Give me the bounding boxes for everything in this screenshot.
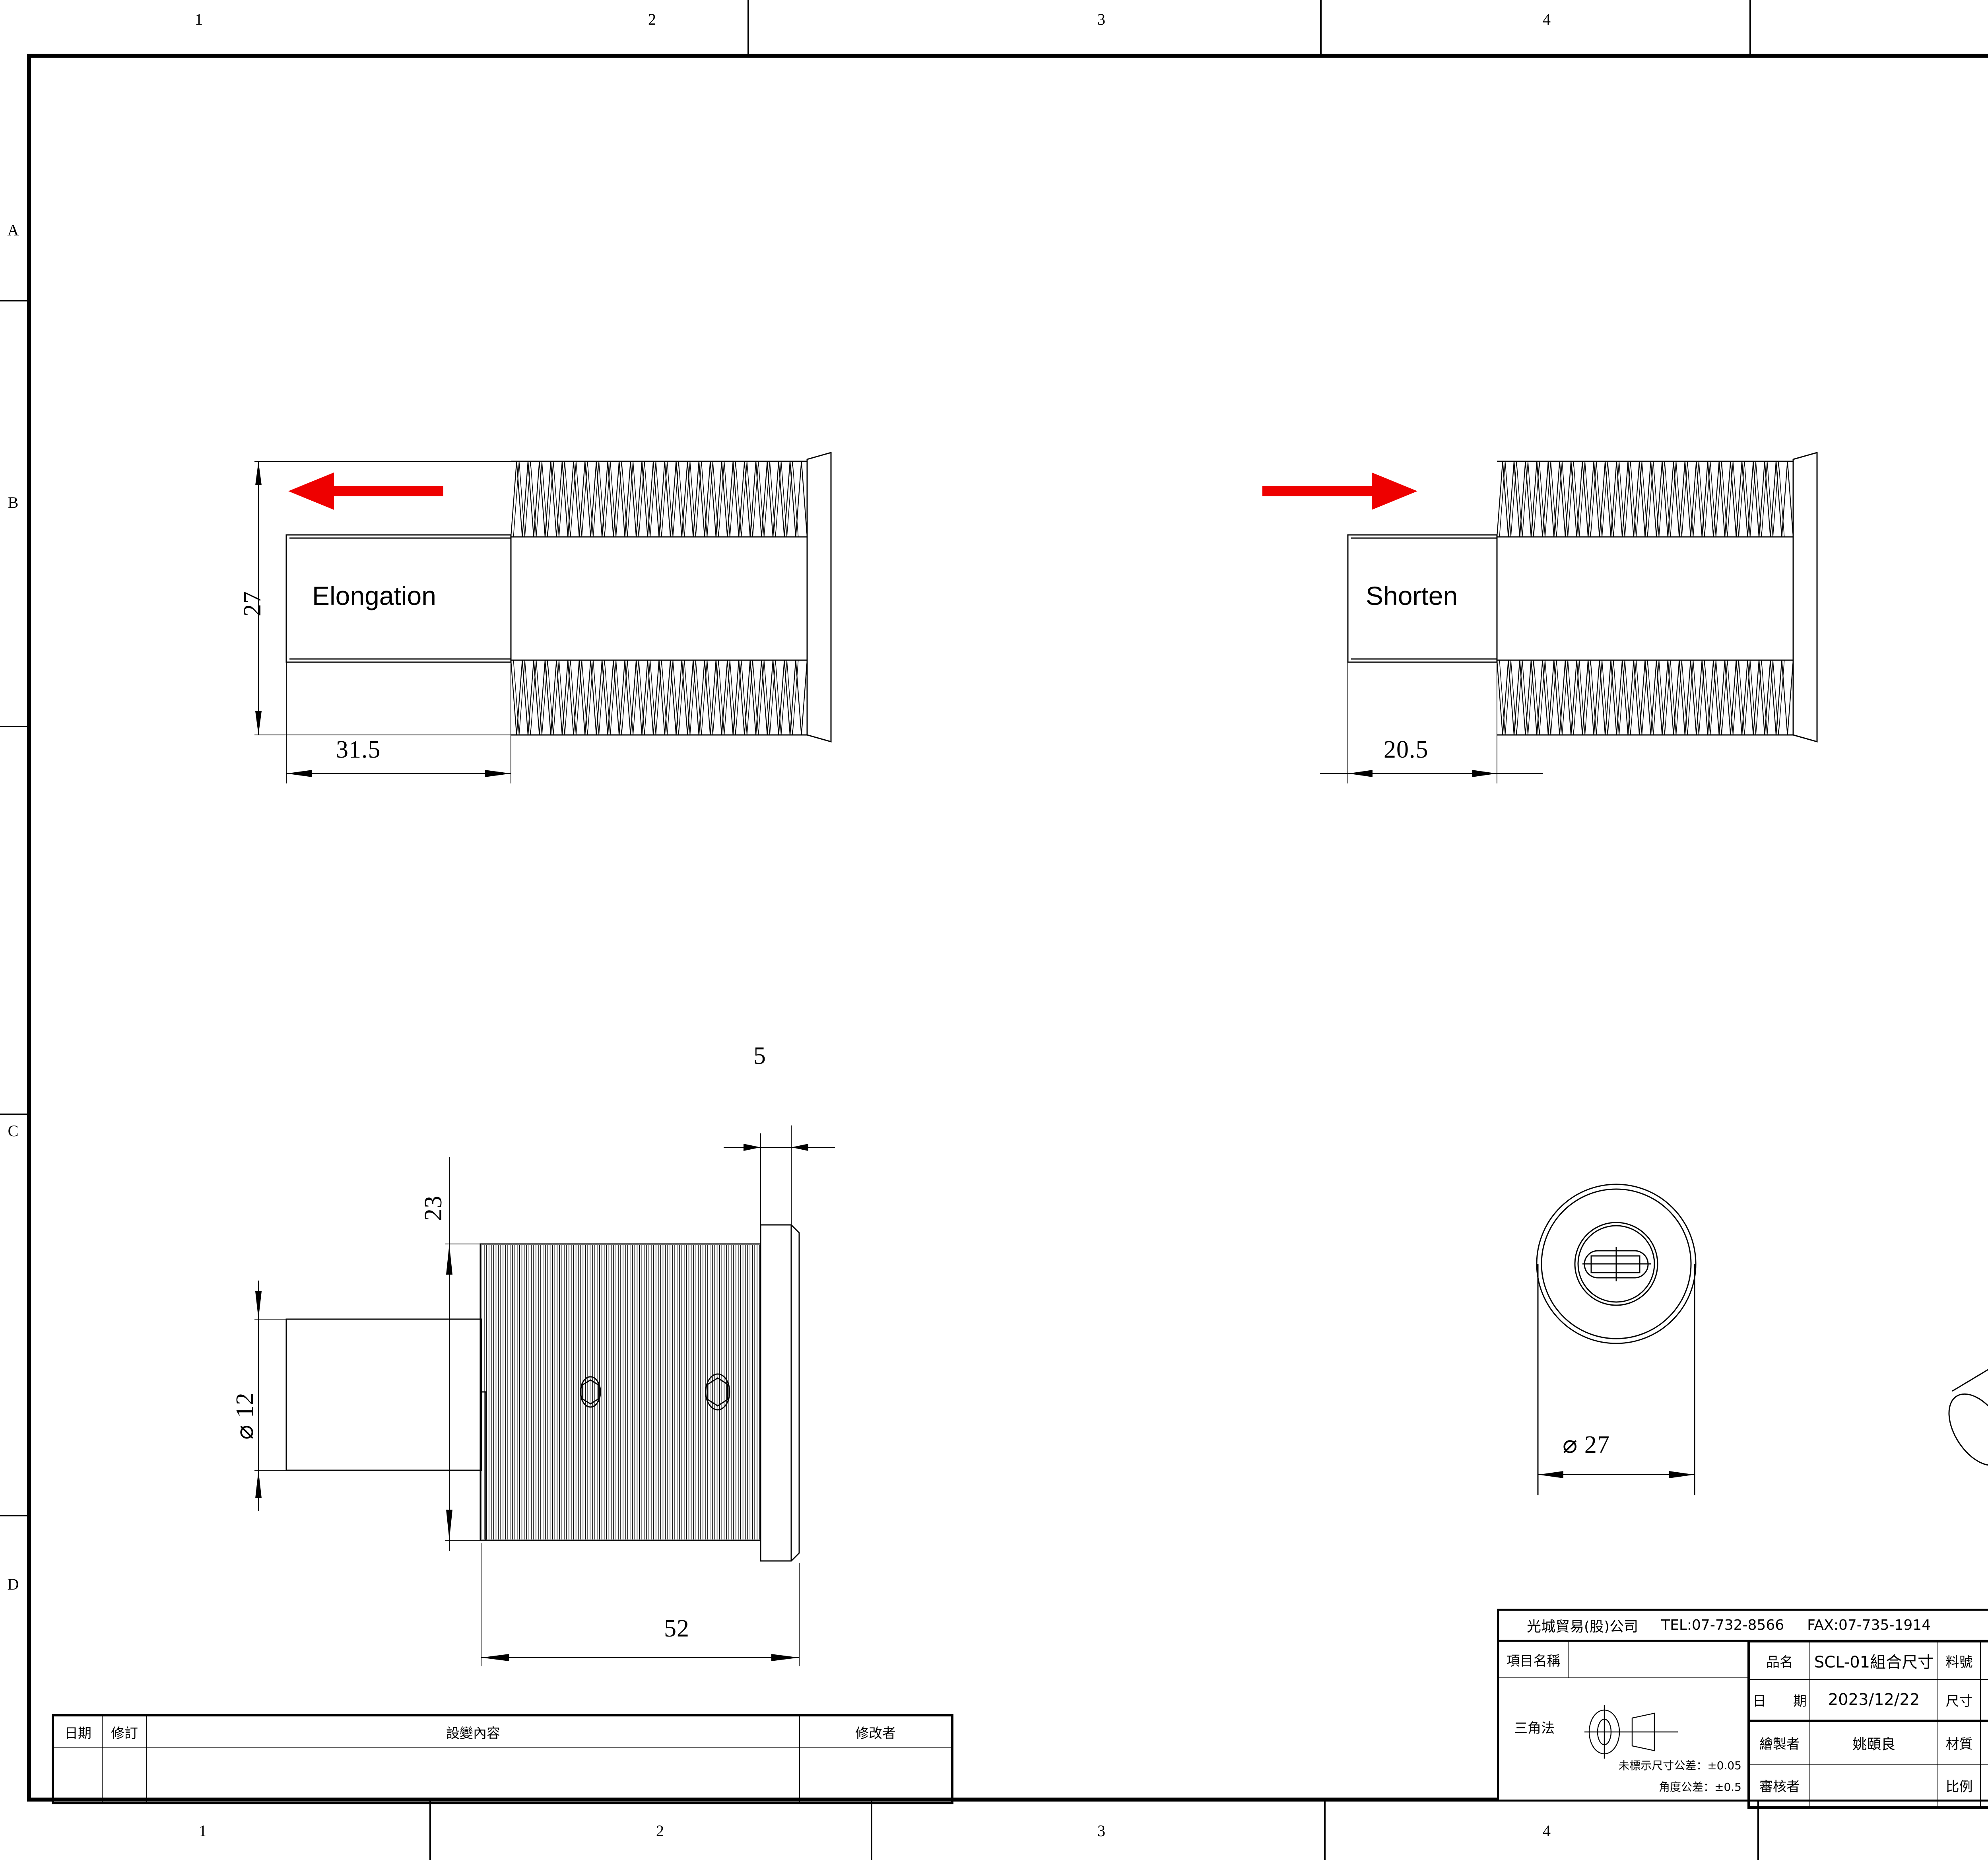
dim-27-value: 27 — [239, 591, 266, 616]
arrow-left-icon — [288, 472, 443, 510]
zone-label-bottom-1: 1 — [199, 1822, 207, 1840]
view-side-elevation: ⌀ 12 23 52 — [207, 1042, 1113, 1666]
zone-tick-top-2 — [1320, 0, 1322, 54]
project-name-row: 項目名稱 — [1499, 1642, 1747, 1678]
row-label-left-c: C — [8, 1122, 19, 1140]
dim-dia27-extension — [1538, 1416, 1695, 1483]
zone-label-bottom-4: 4 — [1543, 1822, 1551, 1840]
row-tick-left-2 — [0, 726, 27, 727]
tolerance-linear-note: 未標示尺寸公差：±0.05 — [1618, 1759, 1741, 1772]
view-end-geometry — [1536, 1184, 1697, 1495]
zone-label-top-4: 4 — [1543, 10, 1551, 28]
revision-cell-date — [52, 1747, 103, 1804]
title-row-reviewer: 審核者 比例 1:1 工序 數 量 — [1747, 1764, 1988, 1809]
dim-23-value: 23 — [420, 1195, 447, 1221]
date-value[interactable]: 2023/12/22 — [1809, 1679, 1938, 1721]
zone-tick-top-3 — [1749, 0, 1751, 54]
zone-label-top-2: 2 — [648, 10, 656, 28]
zone-label-bottom-3: 3 — [1097, 1822, 1105, 1840]
zone-label-top-1: 1 — [195, 10, 203, 28]
view-shorten: Shorten 20.5 — [1262, 406, 1988, 783]
view-elongation-geometry — [285, 452, 832, 742]
row-tick-left-3 — [0, 1114, 27, 1115]
project-name-label: 項目名稱 — [1499, 1642, 1569, 1677]
row-tick-left-4 — [0, 1515, 27, 1516]
revision-cell-by — [799, 1747, 953, 1804]
company-name: 光城貿易(股)公司 — [1527, 1618, 1639, 1635]
size-label: 尺寸 — [1938, 1679, 1981, 1721]
zone-tick-bottom-3 — [1324, 1802, 1326, 1860]
part-name-label: 品名 — [1747, 1642, 1810, 1680]
dim-5-extension — [724, 1125, 835, 1225]
third-angle-projection-icon — [1584, 1705, 1678, 1759]
scale-label: 比例 — [1938, 1764, 1981, 1809]
dim-20-5-extension — [1320, 652, 1543, 783]
title-block: 光城貿易(股)公司 TEL:07-732-8566 FAX:07-735-191… — [1497, 1609, 1988, 1809]
projection-cell: 三角法 未標示尺寸公差：±0.05 角度公差：±0.5 — [1499, 1678, 1747, 1802]
dim-27-extension — [254, 461, 513, 735]
row-label-left-d: D — [7, 1575, 19, 1593]
dim-31-5-extension — [286, 652, 511, 783]
dim-5-value: 5 — [753, 1042, 766, 1069]
drawing-frame — [27, 54, 1988, 1802]
revision-header-date: 日期 — [52, 1714, 103, 1748]
reviewer-label: 審核者 — [1747, 1764, 1810, 1809]
zone-tick-bottom-4 — [1757, 1802, 1759, 1860]
company-tel: TEL:07-732-8566 — [1661, 1617, 1784, 1633]
company-fax: FAX:07-735-1914 — [1807, 1617, 1931, 1633]
view-shorten-label: Shorten — [1366, 581, 1458, 610]
revision-header-desc: 設變內容 — [146, 1714, 800, 1748]
material-no-label: 料號 — [1938, 1642, 1981, 1680]
material-value[interactable] — [1980, 1720, 1988, 1765]
row-label-left-a: A — [7, 221, 19, 239]
projection-label: 三角法 — [1514, 1720, 1555, 1736]
drawn-by-label: 繪製者 — [1747, 1720, 1810, 1765]
drawn-by-value[interactable]: 姚頤良 — [1809, 1720, 1938, 1765]
arrow-right-icon — [1262, 472, 1417, 510]
view-side-geometry — [285, 1224, 800, 1562]
zone-tick-top-1 — [747, 0, 749, 54]
revision-header-by: 修改者 — [799, 1714, 953, 1748]
dim-31-5-value: 31.5 — [336, 736, 381, 763]
date-label: 日 期 — [1747, 1679, 1810, 1721]
scale-value[interactable]: 1:1 — [1980, 1764, 1988, 1809]
revision-cell-desc — [146, 1747, 800, 1804]
title-block-grid: 品名 SCL-01組合尺寸 料號 尺寸單位 mm 日 期 2023/12/22 … — [1747, 1642, 1988, 1809]
zone-label-bottom-2: 2 — [656, 1822, 664, 1840]
revision-table-header-row: 日期 修訂 設變內容 修改者 — [52, 1714, 953, 1748]
dim-52-value: 52 — [664, 1615, 689, 1642]
revision-table: 日期 修訂 設變內容 修改者 — [52, 1714, 953, 1804]
title-row-partname: 品名 SCL-01組合尺寸 料號 尺寸單位 mm — [1747, 1642, 1988, 1680]
dim-23-extension — [445, 1157, 481, 1551]
row-tick-left-1 — [0, 300, 27, 301]
view-end-face: ⌀ 27 — [1467, 1129, 1817, 1495]
zone-tick-bottom-2 — [871, 1802, 872, 1860]
view-elongation-label: Elongation — [312, 581, 436, 610]
revision-table-row — [52, 1747, 953, 1804]
part-name-value[interactable]: SCL-01組合尺寸 — [1809, 1642, 1938, 1680]
project-name-value[interactable] — [1569, 1642, 1747, 1677]
revision-header-rev: 修訂 — [102, 1714, 147, 1748]
zone-label-top-3: 3 — [1097, 10, 1105, 28]
title-row-drawn: 繪製者 姚頤良 材質 重量 零件標號 — [1747, 1720, 1988, 1765]
title-block-left-group: 項目名稱 三角法 未標示尺寸公差：±0.05 角度公差：±0.5 — [1499, 1642, 1747, 1802]
dim-dia12-extension — [254, 1281, 310, 1511]
revision-cell-rev — [102, 1747, 147, 1804]
dim-dia27-value: ⌀ 27 — [1563, 1431, 1610, 1458]
dim-52-extension — [481, 1543, 800, 1666]
view-isometric-geometry — [1948, 1369, 1988, 1466]
view-shorten-geometry — [1347, 452, 1818, 742]
material-no-value[interactable] — [1980, 1642, 1988, 1680]
view-elongation: Elongation 27 31.5 — [239, 406, 1081, 783]
title-row-date: 日 期 2023/12/22 尺寸 版 次 — [1747, 1679, 1988, 1721]
dim-20-5-value: 20.5 — [1384, 736, 1429, 763]
zone-tick-bottom-1 — [429, 1802, 431, 1860]
row-label-left-b: B — [8, 494, 19, 511]
view-isometric — [1905, 950, 1988, 1475]
reviewer-value[interactable] — [1809, 1764, 1938, 1809]
size-value[interactable] — [1980, 1679, 1988, 1721]
title-block-banner: 光城貿易(股)公司 TEL:07-732-8566 FAX:07-735-191… — [1499, 1611, 1988, 1642]
tolerance-angular-note: 角度公差：±0.5 — [1659, 1780, 1741, 1794]
material-label: 材質 — [1938, 1720, 1981, 1765]
